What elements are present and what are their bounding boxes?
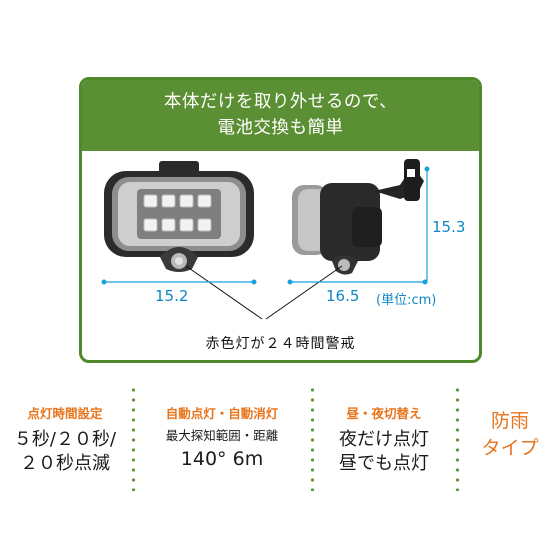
light-side-view (292, 159, 424, 275)
info-panel: 本体だけを取り外せるので、 電池交換も簡単 (79, 77, 482, 363)
feature-timer-line1: ５秒/２０秒/ (13, 429, 117, 450)
divider-3 (456, 385, 459, 491)
caption-red-light: 赤色灯が２４時間警戒 (205, 336, 356, 352)
feature-daynight-line1: 夜だけ点灯 (339, 429, 429, 450)
feature-sensor-value: 140° 6m (180, 448, 264, 470)
dimension-unit: (単位:cm) (376, 293, 437, 308)
dimension-dots (101, 166, 430, 285)
feature-sensor-sub: 最大探知範囲・距離 (165, 428, 279, 443)
feature-sensor: 自動点灯・自動消灯 最大探知範囲・距離 140° 6m (135, 403, 309, 471)
feature-daynight: 昼・夜切替え 夜だけ点灯 昼でも点灯 (314, 403, 454, 476)
pointer-lines (185, 265, 343, 320)
header-line-1: 本体だけを取り外せるので、 (163, 92, 398, 112)
panel-header: 本体だけを取り外せるので、 電池交換も簡単 (82, 80, 479, 151)
divider-1 (132, 385, 135, 491)
dimension-height: 15.3 (432, 218, 466, 236)
feature-daynight-label: 昼・夜切替え (346, 406, 422, 421)
feature-rainproof-line1: 防雨 (490, 410, 529, 432)
feature-daynight-line2: 昼でも点灯 (339, 453, 429, 474)
light-front-view (104, 161, 254, 272)
divider-2 (311, 385, 314, 491)
feature-timer-line2: ２０秒点滅 (20, 453, 110, 474)
header-line-2: 電池交換も簡単 (217, 118, 344, 138)
feature-timer-label: 点灯時間設定 (27, 406, 103, 421)
dimension-lines (104, 169, 428, 283)
feature-rainproof-line2: タイプ (481, 437, 539, 459)
feature-timer: 点灯時間設定 ５秒/２０秒/ ２０秒点滅 (0, 403, 130, 476)
dimension-front-width: 15.2 (155, 287, 189, 305)
product-illustration (101, 159, 430, 320)
dimension-side-width: 16.5 (326, 287, 360, 305)
feature-rainproof: 防雨 タイプ (460, 408, 560, 462)
feature-sensor-label: 自動点灯・自動消灯 (165, 406, 279, 421)
